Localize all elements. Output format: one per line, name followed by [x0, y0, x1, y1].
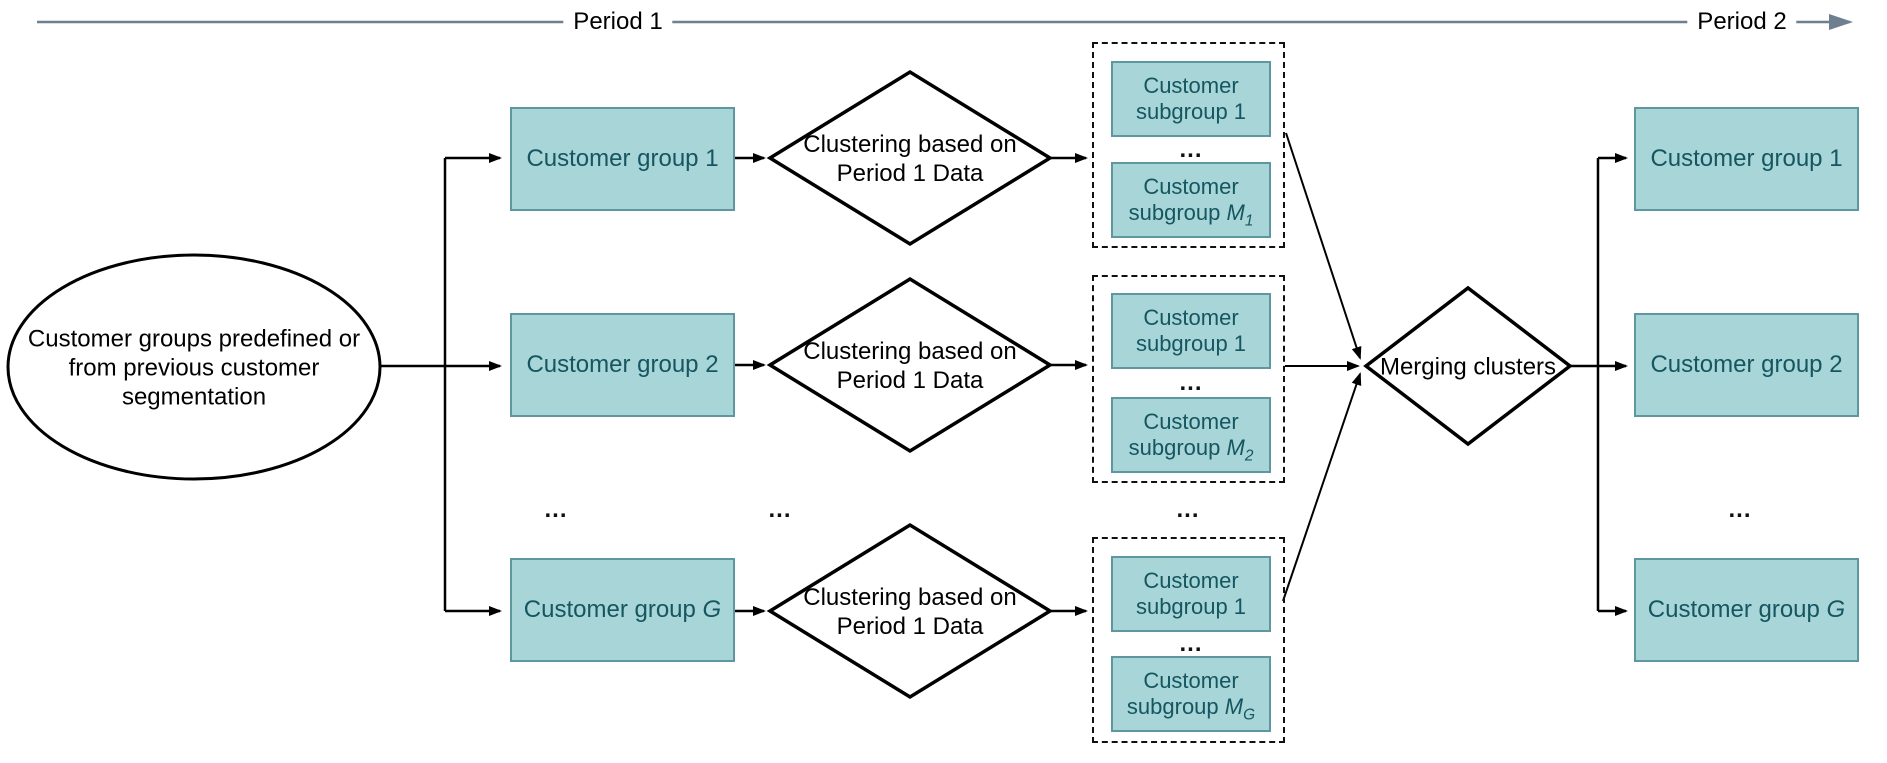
- customer-group-1-box: Customer group 1: [510, 107, 735, 211]
- subgroup-1-last-box: Customer subgroup M1: [1111, 162, 1271, 238]
- cluster-label-line2: Period 1 Data: [836, 160, 984, 187]
- subgroup-label: Customer subgroup 1: [1135, 73, 1247, 124]
- cluster-column-ellipsis: ...: [768, 496, 792, 523]
- subgroup-label: Customer subgroup: [1126, 668, 1239, 719]
- customer-group-g-box: Customer group G: [510, 558, 735, 662]
- cluster-label-line2: Period 1 Data: [836, 367, 984, 394]
- subgroup-2-last-box: Customer subgroup M2: [1111, 397, 1271, 473]
- subgroup-symbol: M: [1226, 200, 1245, 225]
- customer-group-g-out-box: Customer group G: [1634, 558, 1859, 662]
- group-label-italic: G: [1826, 596, 1846, 623]
- cluster-label-line1: Clustering based on: [803, 338, 1017, 365]
- right-column-ellipsis: ...: [1728, 496, 1752, 523]
- cluster-label-line1: Clustering based on: [803, 131, 1017, 158]
- group-label: Customer group 1: [1650, 145, 1843, 172]
- clustering-diamond-1: [766, 69, 1054, 247]
- cluster-label-line2: Period 1 Data: [836, 613, 984, 640]
- subgroup-label: Customer subgroup 1: [1135, 568, 1247, 619]
- merging-diamond-label: Merging clusters: [1379, 353, 1557, 381]
- subgroup-subscript: G: [1243, 706, 1256, 724]
- subgroup-2-ellipsis: ...: [1179, 369, 1203, 396]
- clustering-diamond-3-label: Clustering based on Period 1 Data: [770, 583, 1050, 641]
- subgroup-3-first-box: Customer subgroup 1: [1111, 556, 1271, 632]
- ellipse-label: Customer groups predefined or from previ…: [27, 325, 361, 411]
- clustering-diamond-2-label: Clustering based on Period 1 Data: [770, 337, 1050, 395]
- customer-group-2-box: Customer group 2: [510, 313, 735, 417]
- subgroup-1-ellipsis: ...: [1179, 136, 1203, 163]
- group-label-italic: G: [702, 596, 722, 623]
- merging-diamond: [1363, 285, 1573, 447]
- flow-arrow: [1282, 372, 1362, 602]
- subgroup-3-ellipsis: ...: [1179, 630, 1203, 657]
- subgroup-3-last-box: Customer subgroup MG: [1111, 656, 1271, 732]
- period-1-label: Period 1: [563, 8, 673, 36]
- clustering-diamond-1-label: Clustering based on Period 1 Data: [770, 130, 1050, 188]
- subgroup-container-1: [1092, 42, 1285, 248]
- cluster-label-line1: Clustering based on: [803, 584, 1017, 611]
- group-label: Customer group 2: [1650, 351, 1843, 378]
- subgroup-symbol: M: [1224, 694, 1244, 719]
- clustering-diamond-2: [766, 276, 1054, 454]
- period-2-label: Period 2: [1687, 8, 1797, 36]
- subgroup-label: Customer subgroup: [1128, 409, 1239, 460]
- subgroup-subscript: 1: [1244, 212, 1254, 230]
- group-label: Customer group: [523, 596, 703, 623]
- group-label: Customer group: [1647, 596, 1827, 623]
- subgroup-container-2: [1092, 275, 1285, 483]
- customer-group-2-out-box: Customer group 2: [1634, 313, 1859, 417]
- subgroup-container-3: [1092, 537, 1285, 743]
- group-label: Customer group 2: [526, 351, 719, 378]
- left-column-ellipsis: ...: [544, 496, 568, 523]
- customer-group-1-out-box: Customer group 1: [1634, 107, 1859, 211]
- subgroup-1-first-box: Customer subgroup 1: [1111, 61, 1271, 137]
- subgroup-label: Customer subgroup 1: [1135, 305, 1247, 356]
- subgroup-subscript: 2: [1244, 447, 1254, 465]
- subgroup-column-ellipsis: ...: [1176, 496, 1200, 523]
- clustering-diamond-3: [766, 522, 1054, 700]
- subgroup-2-first-box: Customer subgroup 1: [1111, 293, 1271, 369]
- predefined-groups-ellipse: [6, 253, 382, 481]
- flow-arrow: [1285, 132, 1362, 360]
- subgroup-label: Customer subgroup: [1128, 174, 1239, 225]
- subgroup-symbol: M: [1226, 435, 1245, 460]
- group-label: Customer group 1: [526, 145, 719, 172]
